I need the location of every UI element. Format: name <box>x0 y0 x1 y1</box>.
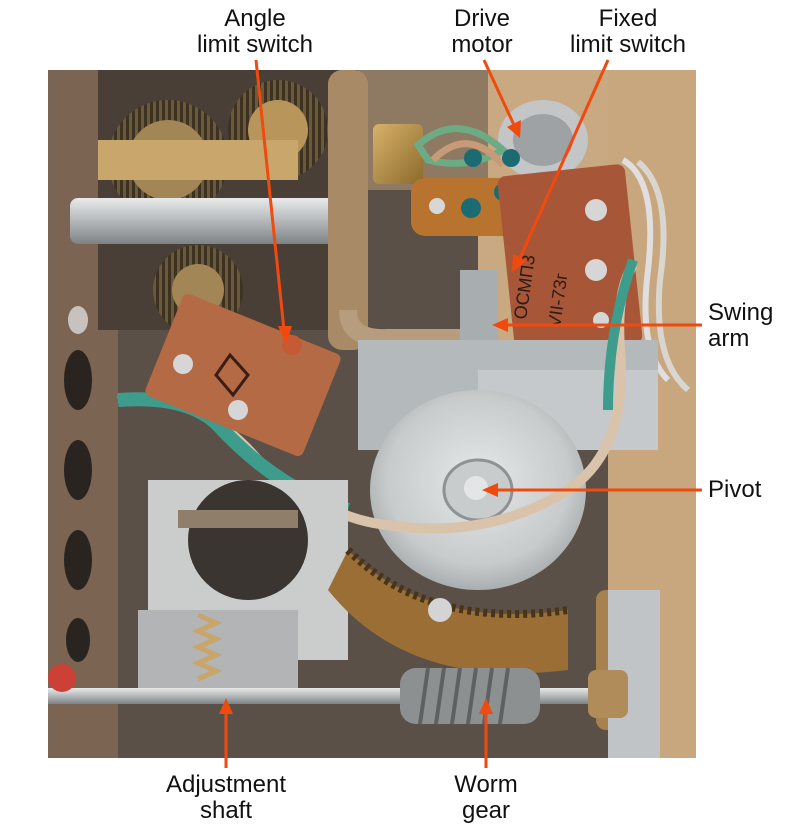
label-adjustment-shaft-line2: shaft <box>199 797 253 824</box>
label-swing-arm: Swing arm <box>708 300 773 352</box>
label-fixed-limit-switch: Fixed limit switch <box>556 6 700 58</box>
label-angle-limit-switch: Angle limit switch <box>185 6 325 58</box>
label-adjustment-shaft: Adjustment shaft <box>150 772 302 824</box>
label-fixed-limit-switch-line2: limit switch <box>569 31 686 58</box>
mechanism-photo: ОСМП3 VII-73г <box>48 70 696 758</box>
label-drive-motor: Drive motor <box>440 6 524 58</box>
label-angle-limit-switch-line2: limit switch <box>196 31 313 58</box>
label-worm-gear: Worm gear <box>440 772 532 824</box>
label-drive-motor-line1: Drive <box>453 5 510 32</box>
label-adjustment-shaft-line1: Adjustment <box>165 771 287 798</box>
label-swing-arm-line1: Swing <box>708 299 774 326</box>
label-pivot: Pivot <box>708 476 762 503</box>
label-fixed-limit-switch-line1: Fixed <box>598 5 658 32</box>
label-worm-gear-line2: gear <box>461 797 511 824</box>
label-angle-limit-switch-line1: Angle <box>224 5 286 32</box>
label-swing-arm-line2: arm <box>708 325 750 352</box>
label-drive-motor-line2: motor <box>451 31 513 58</box>
label-worm-gear-line1: Worm <box>454 771 518 798</box>
